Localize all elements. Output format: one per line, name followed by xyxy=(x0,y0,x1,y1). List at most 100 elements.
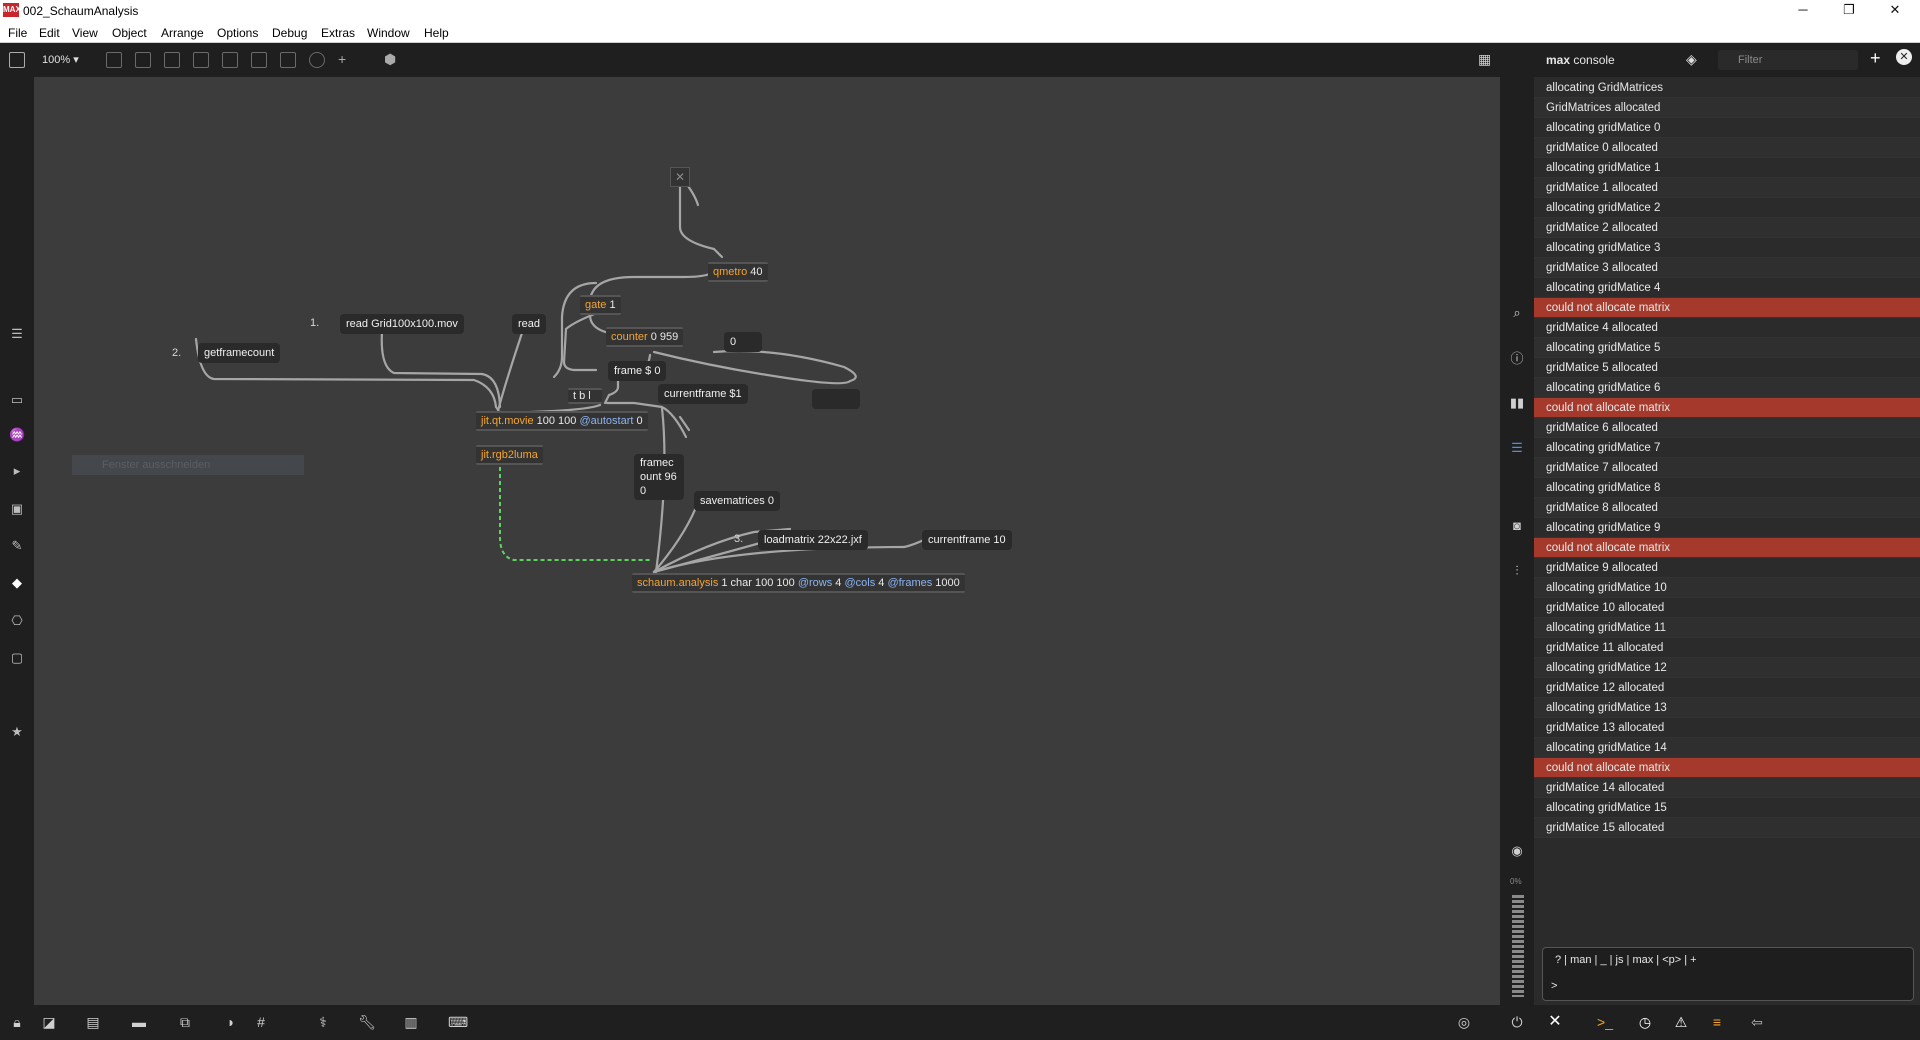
diamond-icon[interactable]: ◈ xyxy=(1686,51,1697,67)
console-error-row[interactable]: could not allocate matrix xyxy=(1534,298,1920,318)
console-row[interactable]: gridMatice 7 allocated xyxy=(1534,458,1920,478)
console-row[interactable]: gridMatice 3 allocated xyxy=(1534,258,1920,278)
audio-mute-icon[interactable]: ◗ xyxy=(226,1014,236,1030)
reference-icon[interactable]: ▮▮ xyxy=(1509,395,1525,410)
info-icon[interactable]: ⓘ xyxy=(1510,351,1524,366)
console-row[interactable]: GridMatrices allocated xyxy=(1534,98,1920,118)
menu-options[interactable]: Options xyxy=(217,26,259,40)
console-row[interactable]: gridMatice 0 allocated xyxy=(1534,138,1920,158)
clear-icon[interactable]: ✕ xyxy=(1548,1013,1562,1030)
console-list-icon[interactable]: ☰ xyxy=(1511,440,1523,455)
warning-icon[interactable]: ⚠ xyxy=(1674,1014,1688,1030)
console-error-row[interactable]: could not allocate matrix xyxy=(1534,398,1920,418)
wrench-icon[interactable]: 🔧︎ xyxy=(358,1014,376,1030)
piano-icon[interactable]: ▥ xyxy=(404,1014,418,1030)
frame-message[interactable]: frame $ 0 xyxy=(608,361,667,381)
qmetro-object[interactable]: qmetro 40 xyxy=(708,262,768,282)
counter-object[interactable]: counter 0 959 xyxy=(606,327,684,347)
console-row[interactable]: allocating gridMatice 3 xyxy=(1534,238,1920,258)
console-row[interactable]: gridMatice 12 allocated xyxy=(1534,678,1920,698)
menu-object[interactable]: Object xyxy=(112,26,147,40)
search-icon[interactable]: ⌕ xyxy=(1513,305,1521,320)
package-icon[interactable]: ◆ xyxy=(12,575,22,590)
empty-message[interactable] xyxy=(812,389,860,409)
add-object-icon[interactable]: + xyxy=(338,51,347,67)
console-row[interactable]: allocating GridMatrices xyxy=(1534,78,1920,98)
console-row[interactable]: allocating gridMatice 15 xyxy=(1534,798,1920,818)
new-message-icon[interactable] xyxy=(135,52,151,68)
console-input[interactable]: ? | man | _ | js | max | <p> | + > xyxy=(1542,947,1914,1001)
jit-rgb2luma-object[interactable]: jit.rgb2luma xyxy=(476,445,543,465)
toggle-box[interactable]: ✕ xyxy=(670,167,690,187)
savematrices-message[interactable]: savematrices 0 xyxy=(694,491,780,511)
menu-extras[interactable]: Extras xyxy=(321,26,356,40)
console-row[interactable]: gridMatice 6 allocated xyxy=(1534,418,1920,438)
close-console-icon[interactable]: ✕ xyxy=(1896,49,1912,65)
console-row[interactable]: gridMatice 10 allocated xyxy=(1534,598,1920,618)
sequence-icon[interactable]: ▸ xyxy=(13,463,21,478)
read-message[interactable]: read xyxy=(512,314,547,334)
console-row[interactable]: gridMatice 1 allocated xyxy=(1534,178,1920,198)
sidebar-toggle-icon[interactable] xyxy=(9,52,25,68)
image-icon[interactable]: ▣ xyxy=(10,501,24,516)
console-row[interactable]: allocating gridMatice 9 xyxy=(1534,518,1920,538)
new-dial-icon[interactable] xyxy=(309,52,325,68)
back-arrow-icon[interactable]: ⇦ xyxy=(1751,1014,1763,1030)
loadmatrix-message[interactable]: loadmatrix 22x22.jxf xyxy=(758,530,868,550)
menu-window[interactable]: Window xyxy=(367,26,410,40)
framecount-message[interactable]: framec ount 960 xyxy=(634,454,684,500)
patcher-canvas[interactable]: Fenster ausschneiden ✕ qmetro 40 gate 1 … xyxy=(34,77,1500,1005)
menu-edit[interactable]: Edit xyxy=(39,26,60,40)
console-row[interactable]: gridMatice 8 allocated xyxy=(1534,498,1920,518)
record-icon[interactable]: ◉ xyxy=(1511,843,1523,858)
gate-object[interactable]: gate 1 xyxy=(580,295,621,315)
comment-icon[interactable]: ▬ xyxy=(132,1014,146,1030)
console-row[interactable]: allocating gridMatice 4 xyxy=(1534,278,1920,298)
console-row[interactable]: allocating gridMatice 0 xyxy=(1534,118,1920,138)
trigger-object[interactable]: t b l xyxy=(568,388,602,404)
new-comment-icon[interactable] xyxy=(164,52,180,68)
console-row[interactable]: allocating gridMatice 13 xyxy=(1534,698,1920,718)
jit-qt-movie-object[interactable]: jit.qt.movie 100 100 @autostart 0 xyxy=(476,411,648,431)
transport-icon[interactable]: ◎ xyxy=(1457,1014,1471,1030)
number-box[interactable]: 0 xyxy=(724,332,762,352)
console-row[interactable]: allocating gridMatice 8 xyxy=(1534,478,1920,498)
menu-view[interactable]: View xyxy=(72,26,98,40)
list-icon[interactable]: ☰ xyxy=(11,326,23,341)
mixer-icon[interactable]: ⫶ xyxy=(1515,563,1519,578)
console-row[interactable]: allocating gridMatice 10 xyxy=(1534,578,1920,598)
new-toggle-icon[interactable] xyxy=(222,52,238,68)
console-row[interactable]: gridMatice 14 allocated xyxy=(1534,778,1920,798)
console-row[interactable]: gridMatice 4 allocated xyxy=(1534,318,1920,338)
console-row[interactable]: allocating gridMatice 11 xyxy=(1534,618,1920,638)
power-icon[interactable]: ⏻ xyxy=(1511,1014,1523,1030)
layout-icon[interactable]: ▤ xyxy=(86,1014,100,1030)
grid-icon[interactable]: ▦ xyxy=(1478,51,1492,67)
console-row[interactable]: gridMatice 2 allocated xyxy=(1534,218,1920,238)
filter-input[interactable]: Filter xyxy=(1718,50,1858,70)
console-row[interactable]: allocating gridMatice 6 xyxy=(1534,378,1920,398)
console-row[interactable]: gridMatice 13 allocated xyxy=(1534,718,1920,738)
camera-icon[interactable]: ◙ xyxy=(1513,518,1521,533)
audio-icon[interactable]: ♒ xyxy=(9,427,26,442)
console-row[interactable]: allocating gridMatice 7 xyxy=(1534,438,1920,458)
new-slider-icon[interactable] xyxy=(280,52,296,68)
console-row[interactable]: gridMatice 11 allocated xyxy=(1534,638,1920,658)
console-row[interactable]: gridMatice 9 allocated xyxy=(1534,558,1920,578)
console-row[interactable]: gridMatice 5 allocated xyxy=(1534,358,1920,378)
read-file-message[interactable]: read Grid100x100.mov xyxy=(340,314,464,334)
new-object-icon[interactable] xyxy=(106,52,122,68)
input-shortcuts[interactable]: ? | man | _ | js | max | <p> | + xyxy=(1555,954,1697,966)
console-row[interactable]: allocating gridMatice 1 xyxy=(1534,158,1920,178)
console-row[interactable]: allocating gridMatice 12 xyxy=(1534,658,1920,678)
console-row[interactable]: gridMatice 15 allocated xyxy=(1534,818,1920,838)
menu-file[interactable]: File xyxy=(8,26,28,40)
stack-icon[interactable]: ≡ xyxy=(1712,1014,1722,1030)
schaum-analysis-object[interactable]: schaum.analysis 1 char 100 100 @rows 4 @… xyxy=(632,573,965,593)
new-button-icon[interactable] xyxy=(193,52,209,68)
windows-icon[interactable]: ⧉ xyxy=(180,1014,190,1030)
objects-icon[interactable]: ▭ xyxy=(10,392,24,407)
frame-icon[interactable]: ▢ xyxy=(10,650,24,665)
star-icon[interactable]: ★ xyxy=(11,724,23,739)
